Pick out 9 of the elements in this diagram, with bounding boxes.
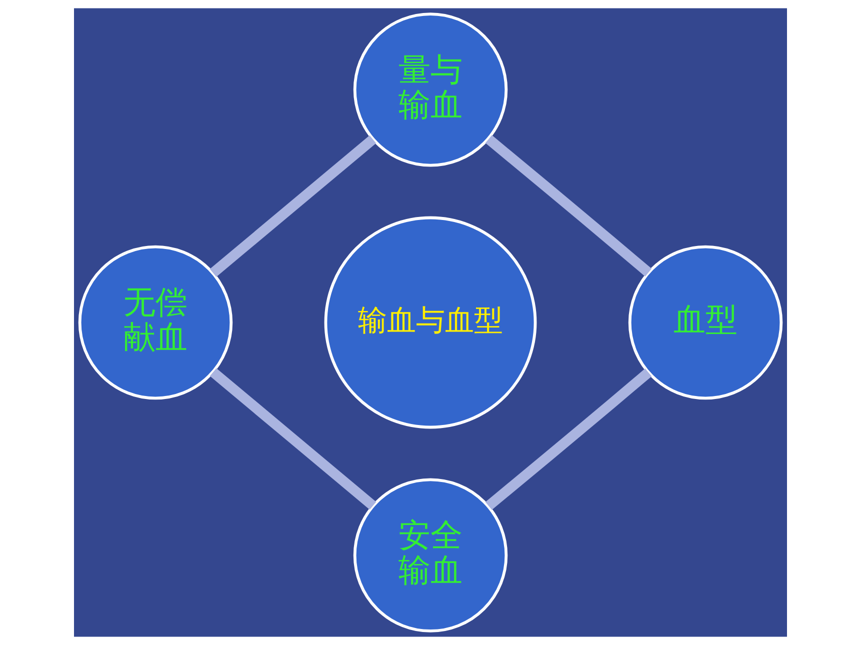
node-circle: 输血与血型 (324, 216, 536, 429)
node-circle: 安全输血 (352, 478, 508, 632)
connector (209, 135, 376, 277)
connector (209, 368, 376, 510)
connector (484, 368, 652, 510)
connector (484, 135, 652, 276)
node-circle: 无偿献血 (78, 245, 232, 400)
node-circle: 量与输血 (352, 12, 508, 167)
node-circle: 血型 (628, 245, 782, 400)
